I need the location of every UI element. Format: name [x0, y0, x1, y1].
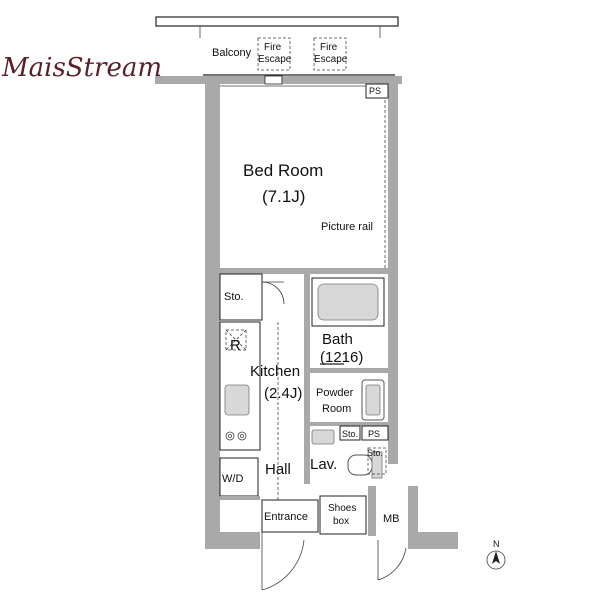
refrigerator-label: R: [230, 337, 241, 354]
ps-top-box: [365, 83, 389, 99]
fire-escape-1-label-1: Fire: [264, 42, 282, 53]
mb-label: MB: [383, 513, 400, 525]
picture-rail-label: Picture rail: [321, 221, 373, 233]
top-wall: [155, 75, 402, 85]
bathtub: [311, 277, 385, 327]
stove: [225, 431, 247, 441]
lav-cabinet: [311, 429, 335, 445]
mb-door: [377, 540, 407, 581]
bedroom-size: (7.1J): [262, 187, 305, 206]
ps-bottom-label: PS: [368, 429, 380, 439]
washer-dryer-box: [219, 457, 259, 497]
balcony-area: [155, 16, 399, 76]
shoes-box-label-1: Shoes: [328, 503, 356, 514]
bath-label: Bath: [322, 331, 353, 348]
fire-escape-2-label-2: Escape: [314, 54, 348, 65]
bedroom-partition: [220, 268, 388, 274]
ps-bottom-box: [361, 425, 389, 441]
shoes-box: [319, 495, 367, 535]
inner-partition: [304, 274, 310, 484]
logo-signature: MaisStream: [1, 53, 162, 83]
toilet: [347, 451, 383, 479]
kitchen-size: (2.4J): [264, 385, 302, 402]
bath-size: (1216): [320, 349, 363, 366]
storage-1-area: [219, 273, 285, 321]
entrance-label: Entrance: [264, 511, 308, 523]
fire-escape-hatch-1: [257, 37, 291, 71]
bath-bottom-wall: [310, 368, 388, 373]
kitchen-label: Kitchen: [250, 363, 300, 380]
storage-3-label: Sto.: [367, 448, 383, 458]
compass-label: N: [493, 539, 500, 549]
wd-bottom-wall: [220, 496, 260, 500]
bedroom-label: Bed Room: [243, 161, 323, 180]
entrance-area: [261, 499, 319, 591]
fire-escape-1-label-2: Escape: [258, 54, 292, 65]
ps-top-label: PS: [369, 86, 381, 96]
powder-room-label-1: Powder: [316, 387, 354, 399]
storage-2-box: [339, 425, 361, 441]
north-compass: [486, 550, 506, 570]
storage-2-label: Sto.: [342, 429, 358, 439]
fire-escape-hatch-2: [313, 37, 347, 71]
storage-1-label: Sto.: [224, 291, 244, 303]
exterior-walls: [205, 84, 458, 549]
shoes-box-label-2: box: [333, 516, 349, 527]
lav-label: Lav.: [310, 456, 337, 473]
wd-label: W/D: [222, 473, 243, 485]
storage-3-box: [367, 447, 387, 475]
powder-room-label-2: Room: [322, 403, 351, 415]
kitchen-sink: [224, 384, 250, 416]
hall-label: Hall: [265, 461, 291, 478]
powder-room: [361, 379, 385, 421]
fire-escape-2-label-1: Fire: [320, 42, 338, 53]
balcony-label: Balcony: [212, 47, 252, 59]
powder-bottom-wall: [310, 422, 388, 426]
